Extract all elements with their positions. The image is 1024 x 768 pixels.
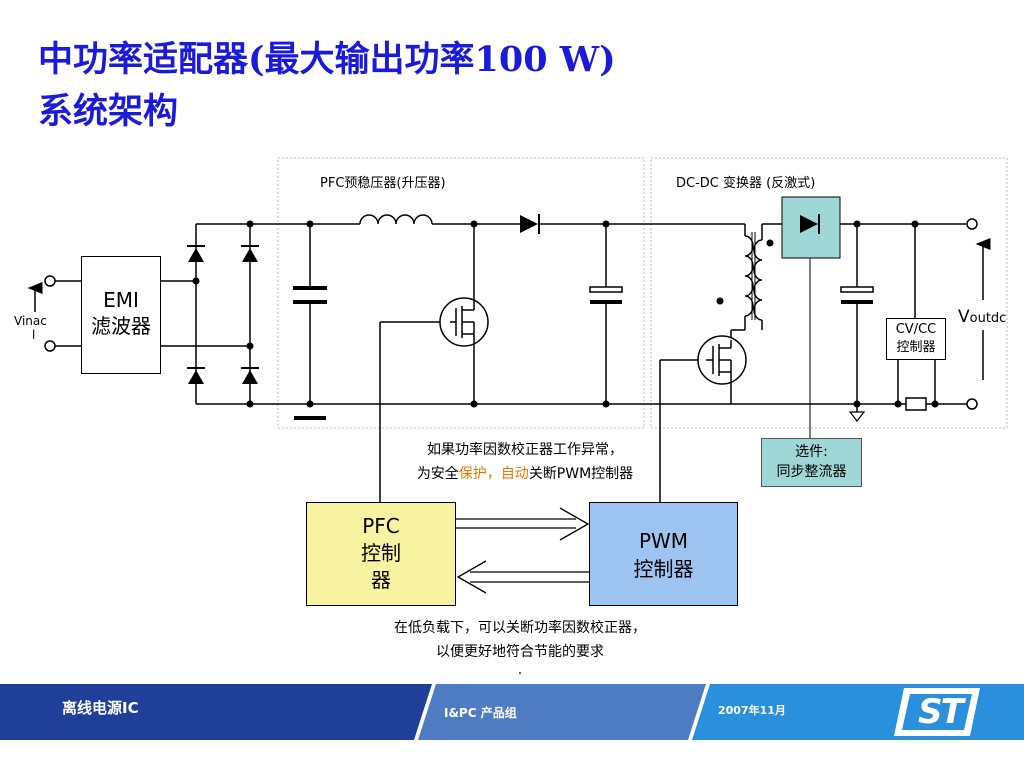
vin-label: Vinac l	[14, 314, 47, 342]
dcdc-section-title: DC-DC 变换器 (反激式)	[676, 176, 816, 191]
ground-icon	[848, 411, 866, 422]
emi-filter-block: EMI 滤波器	[81, 256, 161, 374]
emi-label: EMI	[103, 288, 139, 312]
pwm-controller-block: PWM 控制器	[589, 502, 738, 606]
junction-dots	[192, 220, 939, 408]
page-title-line1: 中功率适配器(最大输出功率100 W)	[38, 39, 616, 80]
bulk-capacitor	[589, 286, 623, 293]
footer-bar	[0, 684, 1024, 740]
pfc-mosfet-icon	[439, 297, 489, 347]
pwm-mosfet-icon	[697, 335, 747, 388]
sense-resistor	[905, 397, 927, 411]
boost-diode	[520, 215, 538, 233]
emi-sublabel: 滤波器	[91, 314, 151, 338]
vout-label: Voutdc	[958, 307, 1007, 327]
protection-note: 如果功率因数校正器工作异常， 为安全保护，自动关断PWM控制器	[416, 442, 634, 482]
cvcc-sublabel: 控制器	[896, 340, 936, 355]
output-capacitor	[840, 286, 874, 293]
cvcc-label: CV/CC	[895, 322, 937, 337]
sync-rectifier-option: 选件: 同步整流器	[761, 438, 862, 487]
cvcc-controller-block: CV/CC 控制器	[886, 318, 946, 360]
pfc-controller-block: PFC 控制 器	[306, 502, 456, 606]
footer-left-text: 离线电源IC	[62, 699, 139, 717]
pwm-to-pfc-arrow	[456, 560, 590, 594]
bridge-diodes	[187, 245, 259, 384]
st-logo: ST	[894, 688, 980, 736]
pfc-to-pwm-arrow	[456, 507, 590, 541]
energy-saving-note: 在低负载下，可以关断功率因数校正器， 以便更好地符合节能的要求 .	[394, 620, 646, 678]
footer-center-text: I&PC 产品组	[444, 706, 517, 720]
pfc-section-title: PFC预稳压器(升压器)	[320, 176, 446, 191]
pfc-section-frame	[277, 157, 645, 429]
page-title-line2: 系统架构	[38, 91, 179, 132]
dcdc-section-frame	[650, 157, 1008, 429]
footer-date-text: 2007年11月	[718, 704, 786, 717]
